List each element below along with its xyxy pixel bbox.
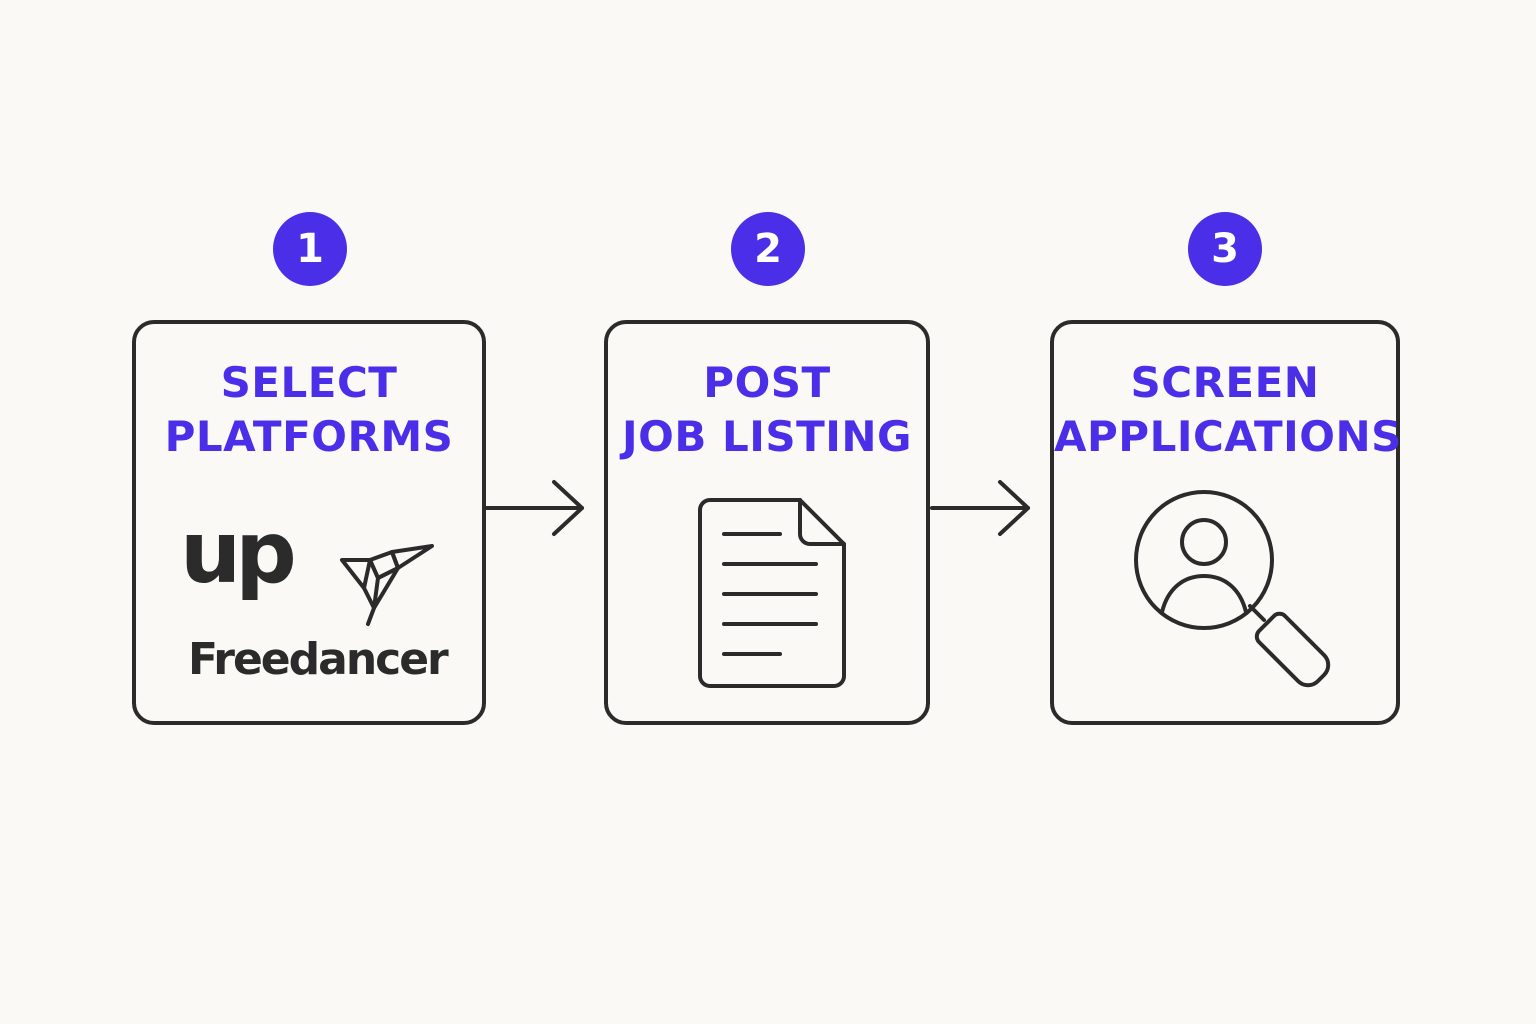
magnifier-user-icon <box>1134 490 1331 688</box>
step-3-title-line2: APPLICATIONS <box>1054 412 1402 461</box>
step-2-title-line1: POST <box>703 358 831 407</box>
step-3-box: SCREEN APPLICATIONS <box>1050 320 1402 725</box>
step-1-title-line1: SELECT <box>220 358 398 407</box>
step-3-badge: 3 <box>1188 212 1262 286</box>
step-1-title: SELECT PLATFORMS <box>136 356 482 464</box>
step-2-title-line2: JOB LISTING <box>621 412 912 461</box>
step-3-title-line1: SCREEN <box>1130 358 1320 407</box>
step-1-title-line2: PLATFORMS <box>164 412 454 461</box>
freelancer-bird-icon <box>340 544 434 626</box>
step-1-box: SELECT PLATFORMS up Freedancer <box>132 320 486 725</box>
step-2-badge: 2 <box>731 212 805 286</box>
step-2-box: POST JOB LISTING <box>604 320 930 725</box>
arrow-step2-to-step3 <box>930 480 1030 536</box>
freelancer-logo-text: Freedancer <box>188 634 449 685</box>
arrow-step1-to-step2 <box>484 480 584 536</box>
step-3-title: SCREEN APPLICATIONS <box>1054 356 1402 464</box>
step-1-badge: 1 <box>273 212 347 286</box>
upwork-logo-icon: up <box>180 503 297 603</box>
document-icon <box>698 498 846 688</box>
step-2-title: POST JOB LISTING <box>608 356 926 464</box>
